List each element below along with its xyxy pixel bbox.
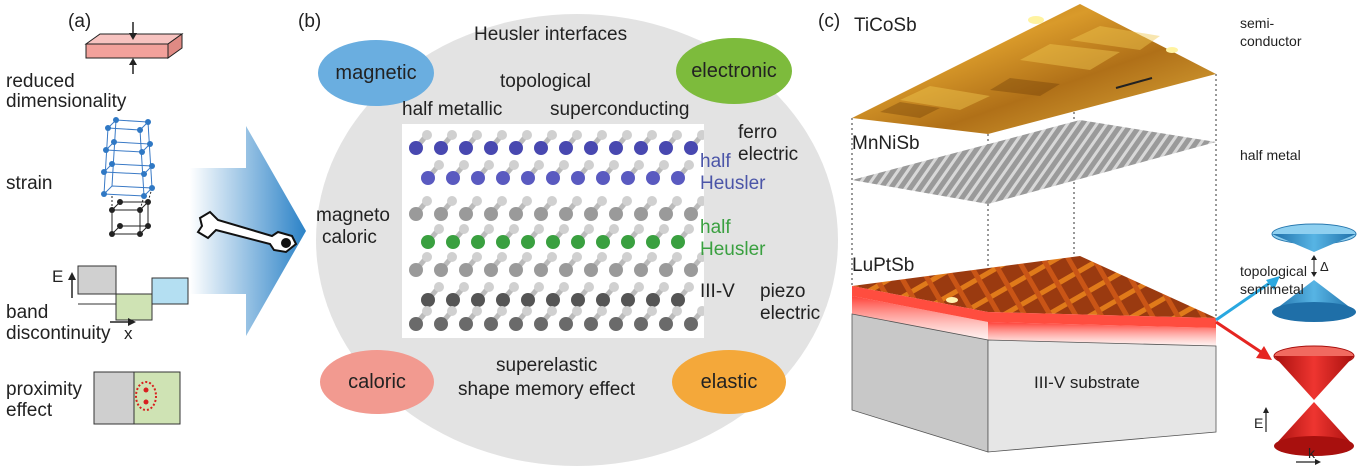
strain-label: strain <box>6 173 53 194</box>
half-metallic-label: half metallic <box>402 99 503 120</box>
interface-glow <box>852 286 988 322</box>
band-label-1: band <box>6 302 49 323</box>
half-heusler-green-1: half <box>700 217 731 238</box>
ticosb-stm-layer <box>852 4 1216 134</box>
substrate-label: III-V substrate <box>1034 373 1140 392</box>
semiconductor-label-1: semi- <box>1240 15 1275 31</box>
mnnisb-stm-layer <box>852 120 1216 204</box>
ferro-label-1: ferro <box>738 122 778 143</box>
panel-a-graphics <box>68 22 189 425</box>
blue-arrow <box>1215 278 1275 322</box>
band-label-2: discontinuity <box>6 323 111 344</box>
band-diagram-icon <box>68 265 189 326</box>
tuning-arrow <box>190 126 306 336</box>
superelastic-label: superelastic <box>496 355 598 376</box>
topological-label: topological <box>500 71 591 92</box>
gap-delta-label: Δ <box>1320 259 1329 274</box>
reduced-label-1: reduced <box>6 71 75 92</box>
iii-v-label: III-V <box>700 281 735 302</box>
proximity-label-2: effect <box>6 400 53 421</box>
lutpsb-label: LuPtSb <box>852 255 915 276</box>
panel-c-graphics <box>851 4 1357 465</box>
heusler-interfaces-title: Heusler interfaces <box>474 24 628 45</box>
topological-semimetal-label-2: semimetal <box>1240 281 1304 297</box>
reduced-label-2: dimensionality <box>6 91 127 112</box>
electronic-bubble: electronic <box>676 38 792 104</box>
half-metal-label: half metal <box>1240 147 1301 163</box>
red-arrow <box>1215 320 1265 356</box>
proximity-label-1: proximity <box>6 379 83 400</box>
half-heusler-green-2: Heusler <box>700 239 766 260</box>
panel-b-letter: (b) <box>298 11 322 32</box>
caloric-bubble: caloric <box>320 350 434 414</box>
gapped-dirac-cone-icon <box>1271 223 1357 322</box>
panel-a-letter: (a) <box>68 11 92 32</box>
mnnisb-label: MnNiSb <box>852 133 920 154</box>
panel-c-letter: (c) <box>818 11 841 32</box>
dirac-cone-icon <box>1273 345 1355 456</box>
half-heusler-blue-2: Heusler <box>700 173 766 194</box>
momentum-axis-label: k <box>1308 445 1315 461</box>
magneto-label-1: magneto <box>316 205 390 226</box>
shape-memory-label: shape memory effect <box>458 379 636 400</box>
semiconductor-label-2: conductor <box>1240 33 1302 49</box>
band-e-axis: E <box>52 267 64 286</box>
ticosb-label: TiCoSb <box>854 15 917 36</box>
piezo-label-2: electric <box>760 303 821 324</box>
lutpsb-stm-layer <box>852 256 1216 318</box>
heusler-crystal-structure <box>402 124 704 338</box>
energy-axis-label: E <box>1254 415 1264 431</box>
magnetic-bubble: magnetic <box>318 40 434 106</box>
half-heusler-blue-1: half <box>700 151 731 172</box>
magneto-label-2: caloric <box>322 227 377 248</box>
superconducting-label: superconducting <box>550 99 690 120</box>
thin-film-slab-icon <box>84 22 184 74</box>
band-x-axis: x <box>124 324 133 343</box>
topological-semimetal-label-1: topological <box>1240 263 1307 279</box>
ferro-label-2: electric <box>738 144 799 165</box>
elastic-bubble: elastic <box>672 350 786 414</box>
substrate-front-face <box>987 339 1217 453</box>
proximity-effect-icon <box>93 371 181 425</box>
strained-lattice-icon <box>102 119 154 235</box>
wrench-icon <box>196 210 298 254</box>
lattice-atoms <box>101 117 155 237</box>
piezo-label-1: piezo <box>760 281 806 302</box>
